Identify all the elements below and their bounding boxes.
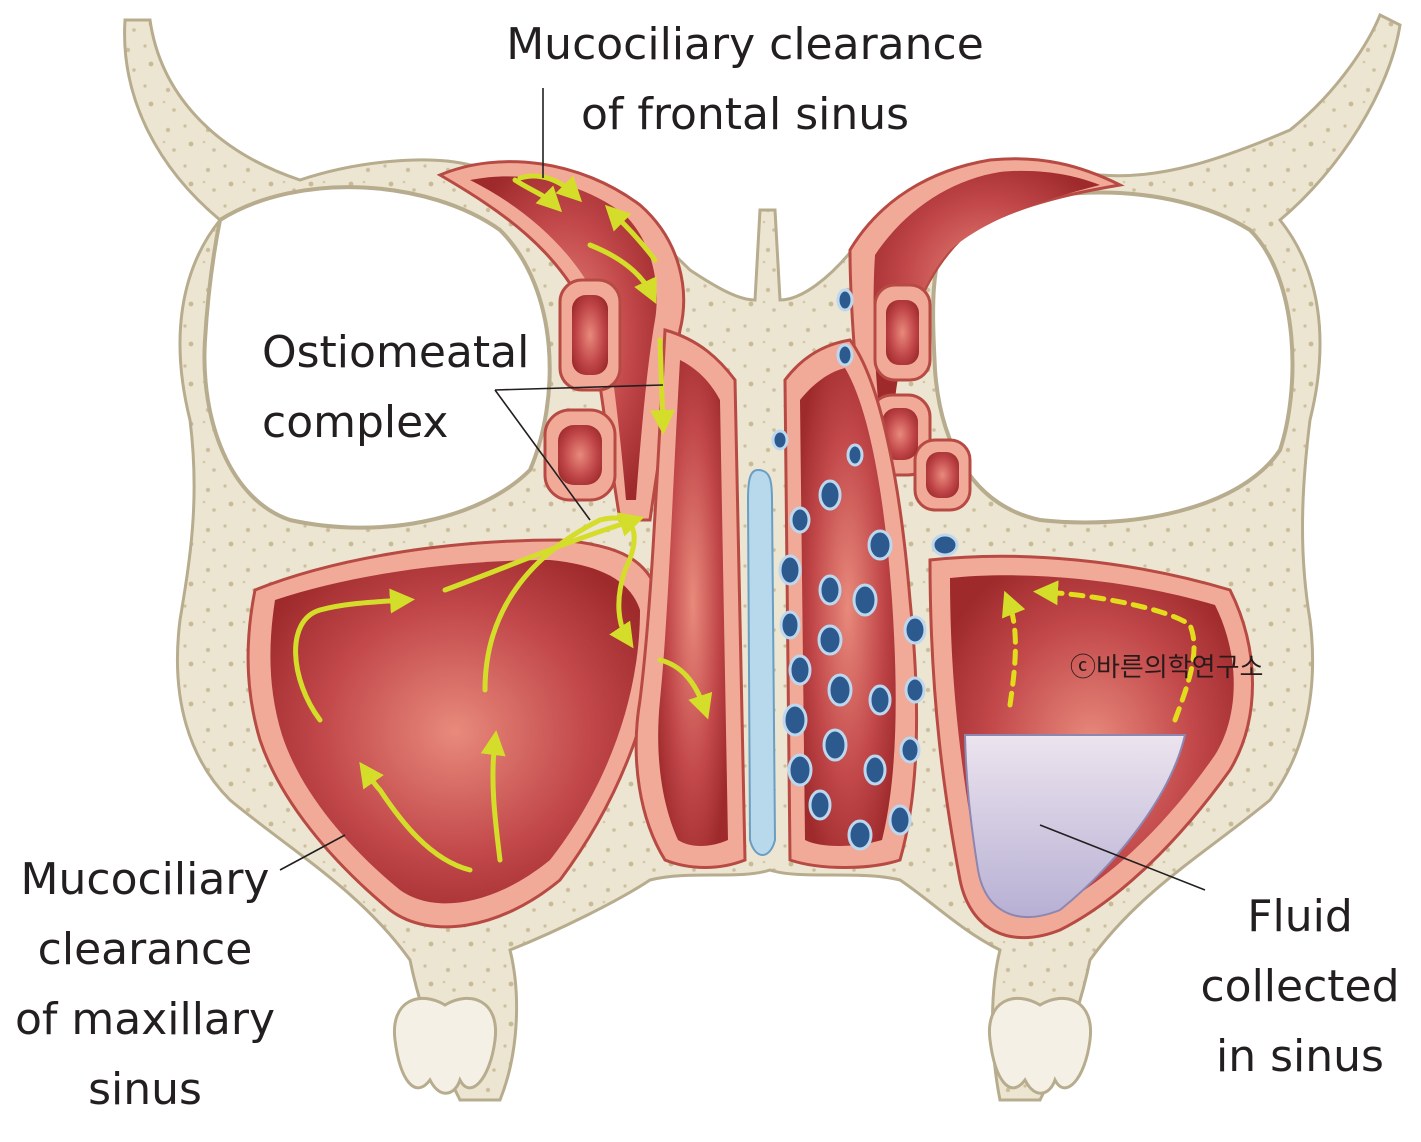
label-fluid-collected: Fluid collected in sinus: [1190, 882, 1410, 1092]
label-maxillary-line3: of maxillary: [14, 994, 276, 1045]
leader-lines: [279, 88, 1206, 891]
nasal-cavity-left-lumen: [658, 360, 728, 846]
left-orbit: [202, 185, 552, 530]
label-maxillary-line4: sinus: [88, 1064, 202, 1115]
frontal-sinus-left-cavity: [470, 176, 657, 500]
label-ostiomeatal-complex: Ostiomeatal complex: [262, 318, 529, 458]
tooth-left: [392, 996, 498, 1095]
mucociliary-arrows: [293, 173, 713, 873]
label-fluid-line1: Fluid: [1247, 891, 1353, 942]
label-maxillary-sinus: Mucociliary clearance of maxillary sinus: [0, 845, 290, 1125]
ethmoid-cavities: [558, 295, 959, 498]
glands: [771, 288, 959, 851]
nasal-septum: [746, 468, 777, 856]
label-ostiomeatal-line1: Ostiomeatal: [262, 327, 530, 378]
label-frontal-line1: Mucociliary clearance: [506, 19, 984, 70]
collected-fluid: [963, 734, 1187, 918]
frontal-sinus-right-cavity: [873, 170, 1100, 400]
copyright-watermark: ⓒ바른의학연구소: [1070, 653, 1264, 683]
maxillary-sinus-left-cavity: [270, 560, 640, 904]
impaired-clearance-arrows: [1001, 580, 1197, 723]
label-ostiomeatal-line2: complex: [262, 397, 449, 448]
label-fluid-line2: collected: [1200, 961, 1400, 1012]
right-orbit: [931, 190, 1295, 525]
label-maxillary-line2: clearance: [37, 924, 253, 975]
tooth-right: [987, 996, 1093, 1095]
label-maxillary-line1: Mucociliary: [20, 854, 270, 905]
label-frontal-line2: of frontal sinus: [580, 89, 910, 140]
label-frontal-sinus: Mucociliary clearance of frontal sinus: [505, 10, 985, 150]
label-fluid-line3: in sinus: [1216, 1031, 1384, 1082]
